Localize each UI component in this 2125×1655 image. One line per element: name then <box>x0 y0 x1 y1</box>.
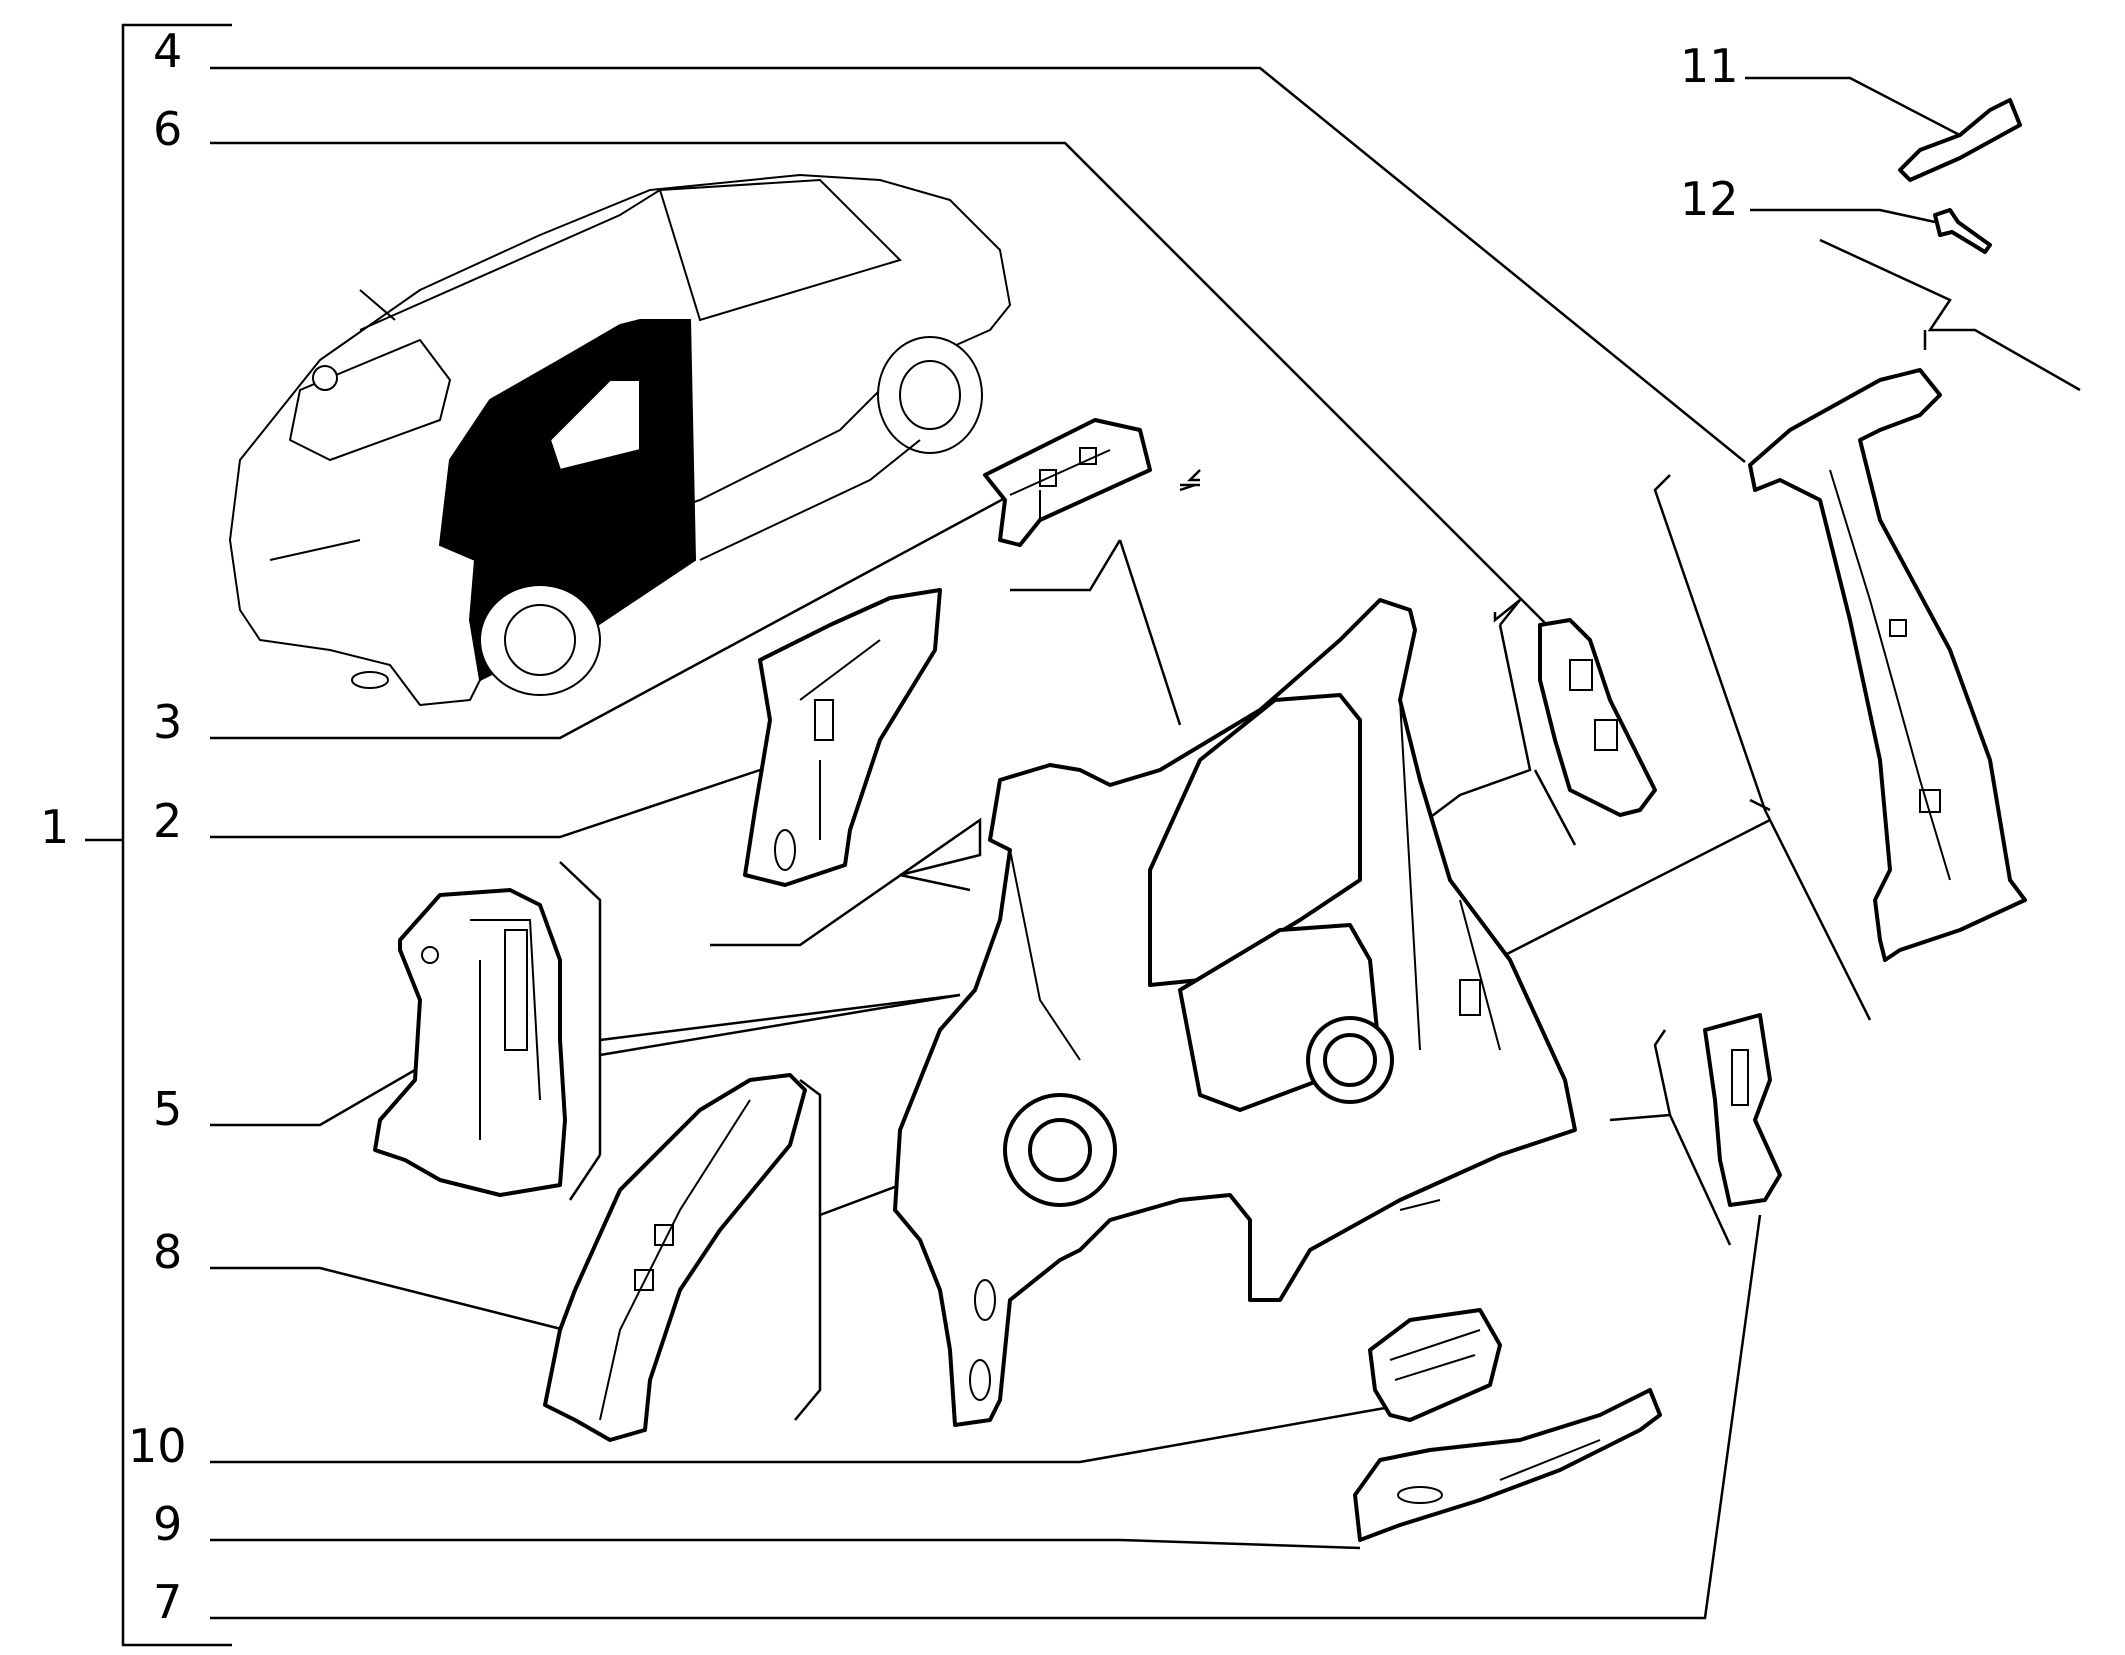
callout-8: 8 <box>153 1225 182 1279</box>
callout-12: 12 <box>1680 172 1739 226</box>
part-5-wheel-arch <box>373 888 567 1197</box>
callout-6: 6 <box>153 102 182 156</box>
part-3-bracket <box>983 418 1152 547</box>
part-4-b-pillar <box>1748 368 2027 962</box>
part-8-inner-panel <box>543 1073 807 1442</box>
leader-lines <box>210 66 2081 1620</box>
callout-4: 4 <box>153 24 182 78</box>
part-10-block <box>1368 1308 1502 1422</box>
callout-9: 9 <box>153 1497 182 1551</box>
part-2-pillar <box>743 588 942 887</box>
callout-1: 1 <box>40 800 69 854</box>
part-reinforcement-bracket <box>1703 1013 1782 1207</box>
callout-3: 3 <box>153 695 182 749</box>
part-11-small-bracket <box>1898 98 2022 182</box>
part-6-pillar-insert <box>1538 618 1657 817</box>
callout-10: 10 <box>128 1419 187 1473</box>
car-overview <box>229 174 1011 706</box>
callout-2: 2 <box>153 794 182 848</box>
part-7-side-panel <box>893 598 1577 1427</box>
part-12-rivet <box>1933 208 1992 254</box>
callout-5: 5 <box>153 1082 182 1136</box>
callout-11: 11 <box>1680 39 1739 93</box>
assembly-bracket <box>85 23 232 1647</box>
part-9-sill <box>1353 1388 1662 1542</box>
callout-7: 7 <box>153 1575 182 1629</box>
